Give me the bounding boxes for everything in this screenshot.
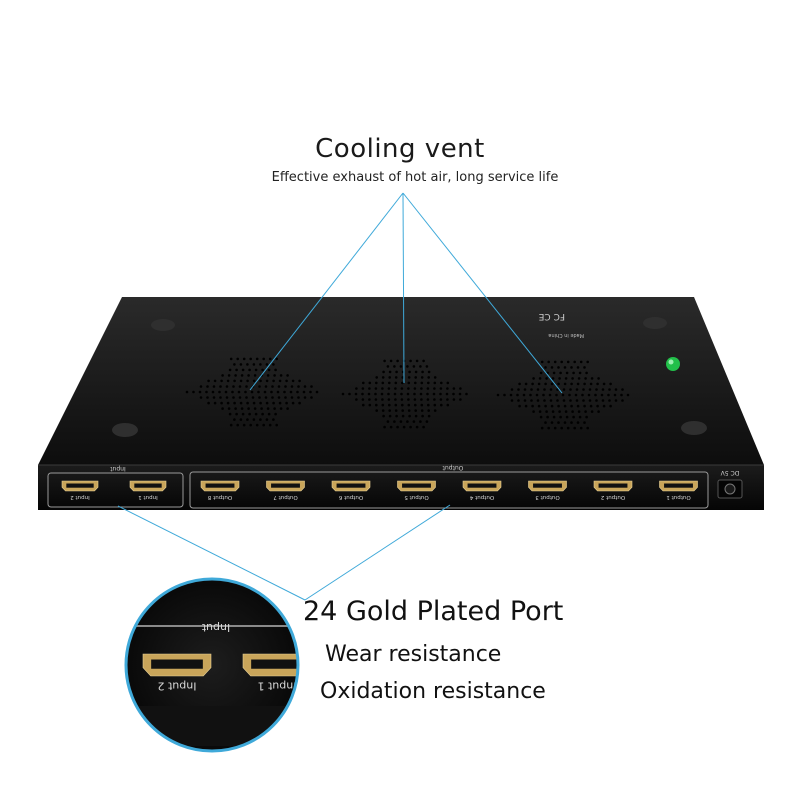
port-label: Input 1 bbox=[138, 494, 158, 500]
output-group-label: Output bbox=[442, 464, 463, 471]
device-foot bbox=[681, 421, 707, 435]
cooling-vent-subtitle: Effective exhaust of hot air, long servi… bbox=[271, 170, 559, 185]
port-label: Output 2 bbox=[601, 494, 625, 500]
hdmi-output-port: Output 5 bbox=[397, 480, 436, 500]
cooling-vent-callout-lines bbox=[249, 192, 563, 394]
port-label: Input 2 bbox=[70, 494, 90, 500]
port-label: Output 1 bbox=[666, 494, 690, 500]
input-port-group: Input 2 Input 1 bbox=[61, 480, 167, 500]
cooling-vent bbox=[341, 359, 468, 429]
zoom-hdmi-port: Input 1 bbox=[242, 653, 298, 693]
device-top-panel bbox=[38, 297, 764, 465]
zoom-group-label: Input bbox=[201, 621, 230, 634]
port-label: Output 3 bbox=[535, 494, 560, 500]
device-foot bbox=[643, 317, 667, 329]
output-port-group: Output 8 Output 7 Output 6 Output 5 Output 4… bbox=[200, 480, 698, 500]
hdmi-output-port: Output 3 bbox=[528, 480, 567, 500]
port-label: Output 4 bbox=[469, 494, 494, 500]
hdmi-output-port: Output 1 bbox=[659, 480, 698, 500]
power-label: DC 5V bbox=[720, 469, 740, 476]
cooling-vent bbox=[496, 360, 630, 430]
device-foot bbox=[112, 423, 138, 437]
status-led-icon bbox=[666, 357, 680, 371]
port-label: Output 6 bbox=[338, 494, 363, 500]
output-group-frame bbox=[189, 471, 709, 509]
port-label: Output 7 bbox=[273, 494, 298, 500]
cooling-vent bbox=[185, 357, 319, 427]
port-callout-lines bbox=[117, 504, 451, 601]
cert-marks: FC CE bbox=[538, 311, 565, 321]
cooling-vent-title: Cooling vent bbox=[315, 134, 485, 164]
port-label: Input 1 bbox=[258, 680, 297, 693]
hdmi-output-port: Output 7 bbox=[266, 480, 305, 500]
port-feature: Wear resistance bbox=[325, 642, 502, 667]
made-in-label: Made in China bbox=[548, 332, 584, 338]
device-foot bbox=[151, 319, 175, 331]
port-feature: Oxidation resistance bbox=[320, 679, 546, 704]
input-group-frame bbox=[47, 472, 184, 508]
port-label: Input 2 bbox=[158, 680, 197, 693]
port-callout-title: 24 Gold Plated Port bbox=[303, 596, 564, 627]
hdmi-input-port: Input 1 bbox=[129, 480, 167, 500]
port-label: Output 8 bbox=[207, 494, 232, 500]
zoom-hdmi-port: Input 2 bbox=[142, 653, 212, 693]
hdmi-output-port: Output 4 bbox=[462, 480, 502, 500]
hdmi-output-port: Output 2 bbox=[593, 480, 633, 500]
port-label: Output 5 bbox=[404, 494, 429, 500]
input-group-label: Input bbox=[110, 465, 126, 472]
hdmi-output-port: Output 6 bbox=[331, 480, 371, 500]
hdmi-output-port: Output 8 bbox=[200, 480, 240, 500]
hdmi-input-port: Input 2 bbox=[61, 480, 99, 500]
